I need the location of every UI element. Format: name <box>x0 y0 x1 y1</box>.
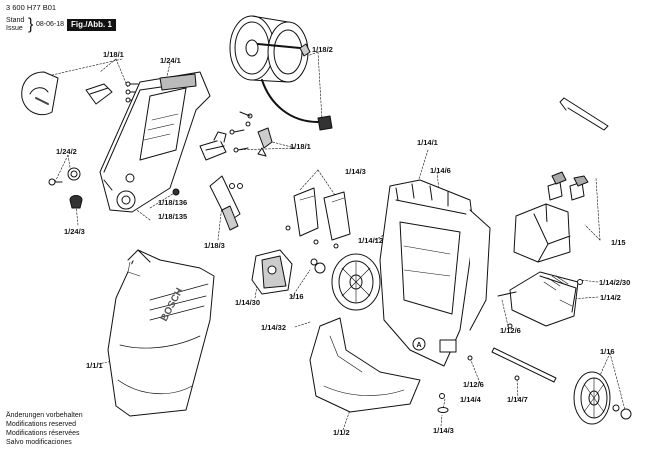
label-1-14-32: 1/14/32 <box>261 323 287 332</box>
label-1-14-4: 1/14/4 <box>460 395 481 404</box>
label-1-1-1: 1/1/1 <box>86 361 103 370</box>
main-frame-part <box>379 179 491 367</box>
issue-date: 08-06-18 <box>36 21 65 28</box>
label-1-15: 1/15 <box>611 238 626 247</box>
label-1-14-3: 1/14/3 <box>345 167 366 176</box>
spindle-part <box>199 111 273 161</box>
axle-part <box>437 323 557 413</box>
label-1-14-2: 1/14/2 <box>600 293 621 302</box>
label-1-14-2-30: 1/14/2/30 <box>599 278 631 287</box>
label-1-18-135: 1/18/135 <box>158 212 188 221</box>
label-1-18-2: 1/18/2 <box>312 45 333 54</box>
label-1-12-6-a: 1/12/6 <box>500 326 521 335</box>
label-1-14-1: 1/14/1 <box>417 138 438 147</box>
label-1-14-12: 1/14/12 <box>358 236 384 245</box>
detergent-tank-part <box>513 97 609 263</box>
figure-title: Fig./Abb. 1 <box>67 19 116 31</box>
wheel-right-part <box>573 371 632 425</box>
reference-marker-label: A <box>416 342 421 349</box>
drawing-number: 3 600 H77 B01 <box>6 3 57 12</box>
lower-housing-part <box>107 249 215 417</box>
note-es: Salvo modificaciones <box>6 439 72 446</box>
wheel-left-part <box>310 253 381 311</box>
hose-reel-part <box>229 15 333 131</box>
stand-label: Stand <box>6 17 25 24</box>
knob-part <box>48 167 83 209</box>
crank-part <box>172 175 243 231</box>
filter-assembly-part <box>497 271 583 327</box>
label-1-18-136: 1/18/136 <box>158 198 188 207</box>
label-1-24-3: 1/24/3 <box>64 227 85 236</box>
label-1-1-2: 1/1/2 <box>333 428 350 437</box>
pump-unit-part <box>251 249 293 295</box>
note-de: Änderungen vorbehalten <box>6 412 83 419</box>
label-1-18-1-mid: 1/18/1 <box>290 142 311 151</box>
issue-label: Issue <box>6 25 23 32</box>
handle-grip-part <box>21 71 139 116</box>
label-1-18-1-top: 1/18/1 <box>103 50 124 59</box>
label-1-14-30: 1/14/30 <box>235 298 261 307</box>
label-1-18-3: 1/18/3 <box>204 241 225 250</box>
label-1-24-1: 1/24/1 <box>160 56 181 65</box>
label-1-14-7: 1/14/7 <box>507 395 528 404</box>
label-1-24-2: 1/24/2 <box>56 147 77 156</box>
label-1-14-3-bottom: 1/14/3 <box>433 426 454 435</box>
upper-housing-part <box>99 71 211 213</box>
label-1-16-left: 1/16 <box>289 292 304 301</box>
brace-icon: } <box>28 16 34 33</box>
side-cover-part <box>285 187 351 249</box>
note-en: Modifications reserved <box>6 421 77 428</box>
note-fr: Modifications réservées <box>6 430 80 437</box>
label-1-12-6-b: 1/12/6 <box>463 380 484 389</box>
reference-marker <box>412 337 426 351</box>
label-1-16-right: 1/16 <box>600 347 615 356</box>
label-1-14-6: 1/14/6 <box>430 166 451 175</box>
front-base-part <box>309 317 421 413</box>
